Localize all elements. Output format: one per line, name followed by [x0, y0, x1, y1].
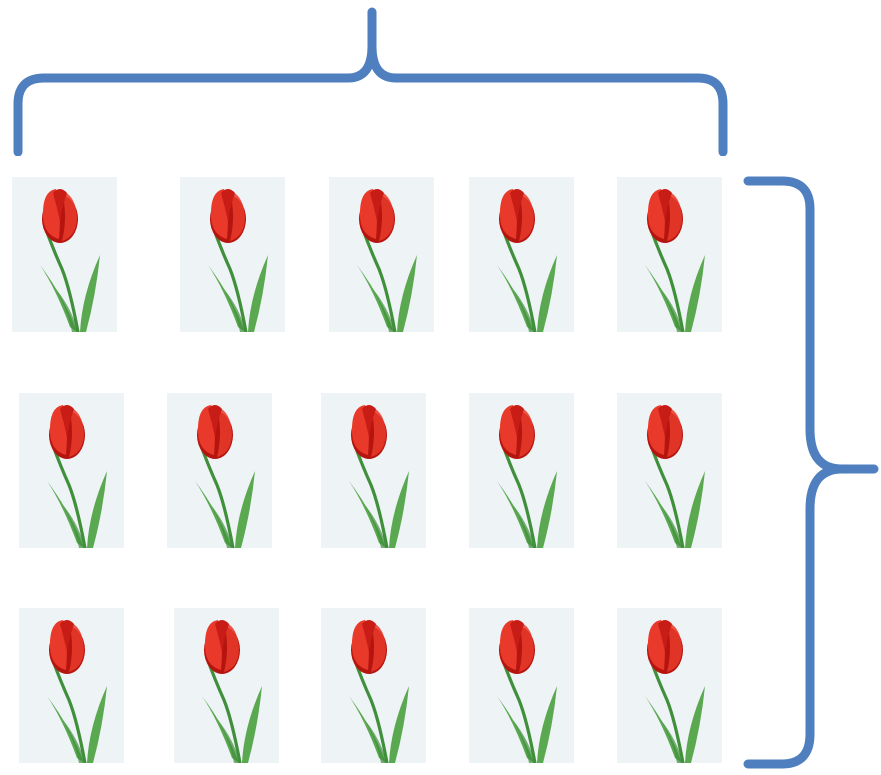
tulip-icon [174, 608, 279, 763]
columns-brace [13, 7, 728, 156]
tulip-icon [617, 608, 722, 763]
tulip-icon [617, 393, 722, 548]
tulip-icon [19, 608, 124, 763]
tulip-icon [167, 393, 272, 548]
tulip-icon [19, 393, 124, 548]
tulip-icon [617, 177, 722, 332]
tulip-icon [321, 393, 426, 548]
tulip-icon [12, 177, 117, 332]
tulip-icon [329, 177, 434, 332]
tulip-icon [469, 608, 574, 763]
rows-brace [743, 176, 879, 769]
tulip-icon [180, 177, 285, 332]
tulip-icon [321, 608, 426, 763]
tulip-icon [469, 393, 574, 548]
tulip-icon [469, 177, 574, 332]
